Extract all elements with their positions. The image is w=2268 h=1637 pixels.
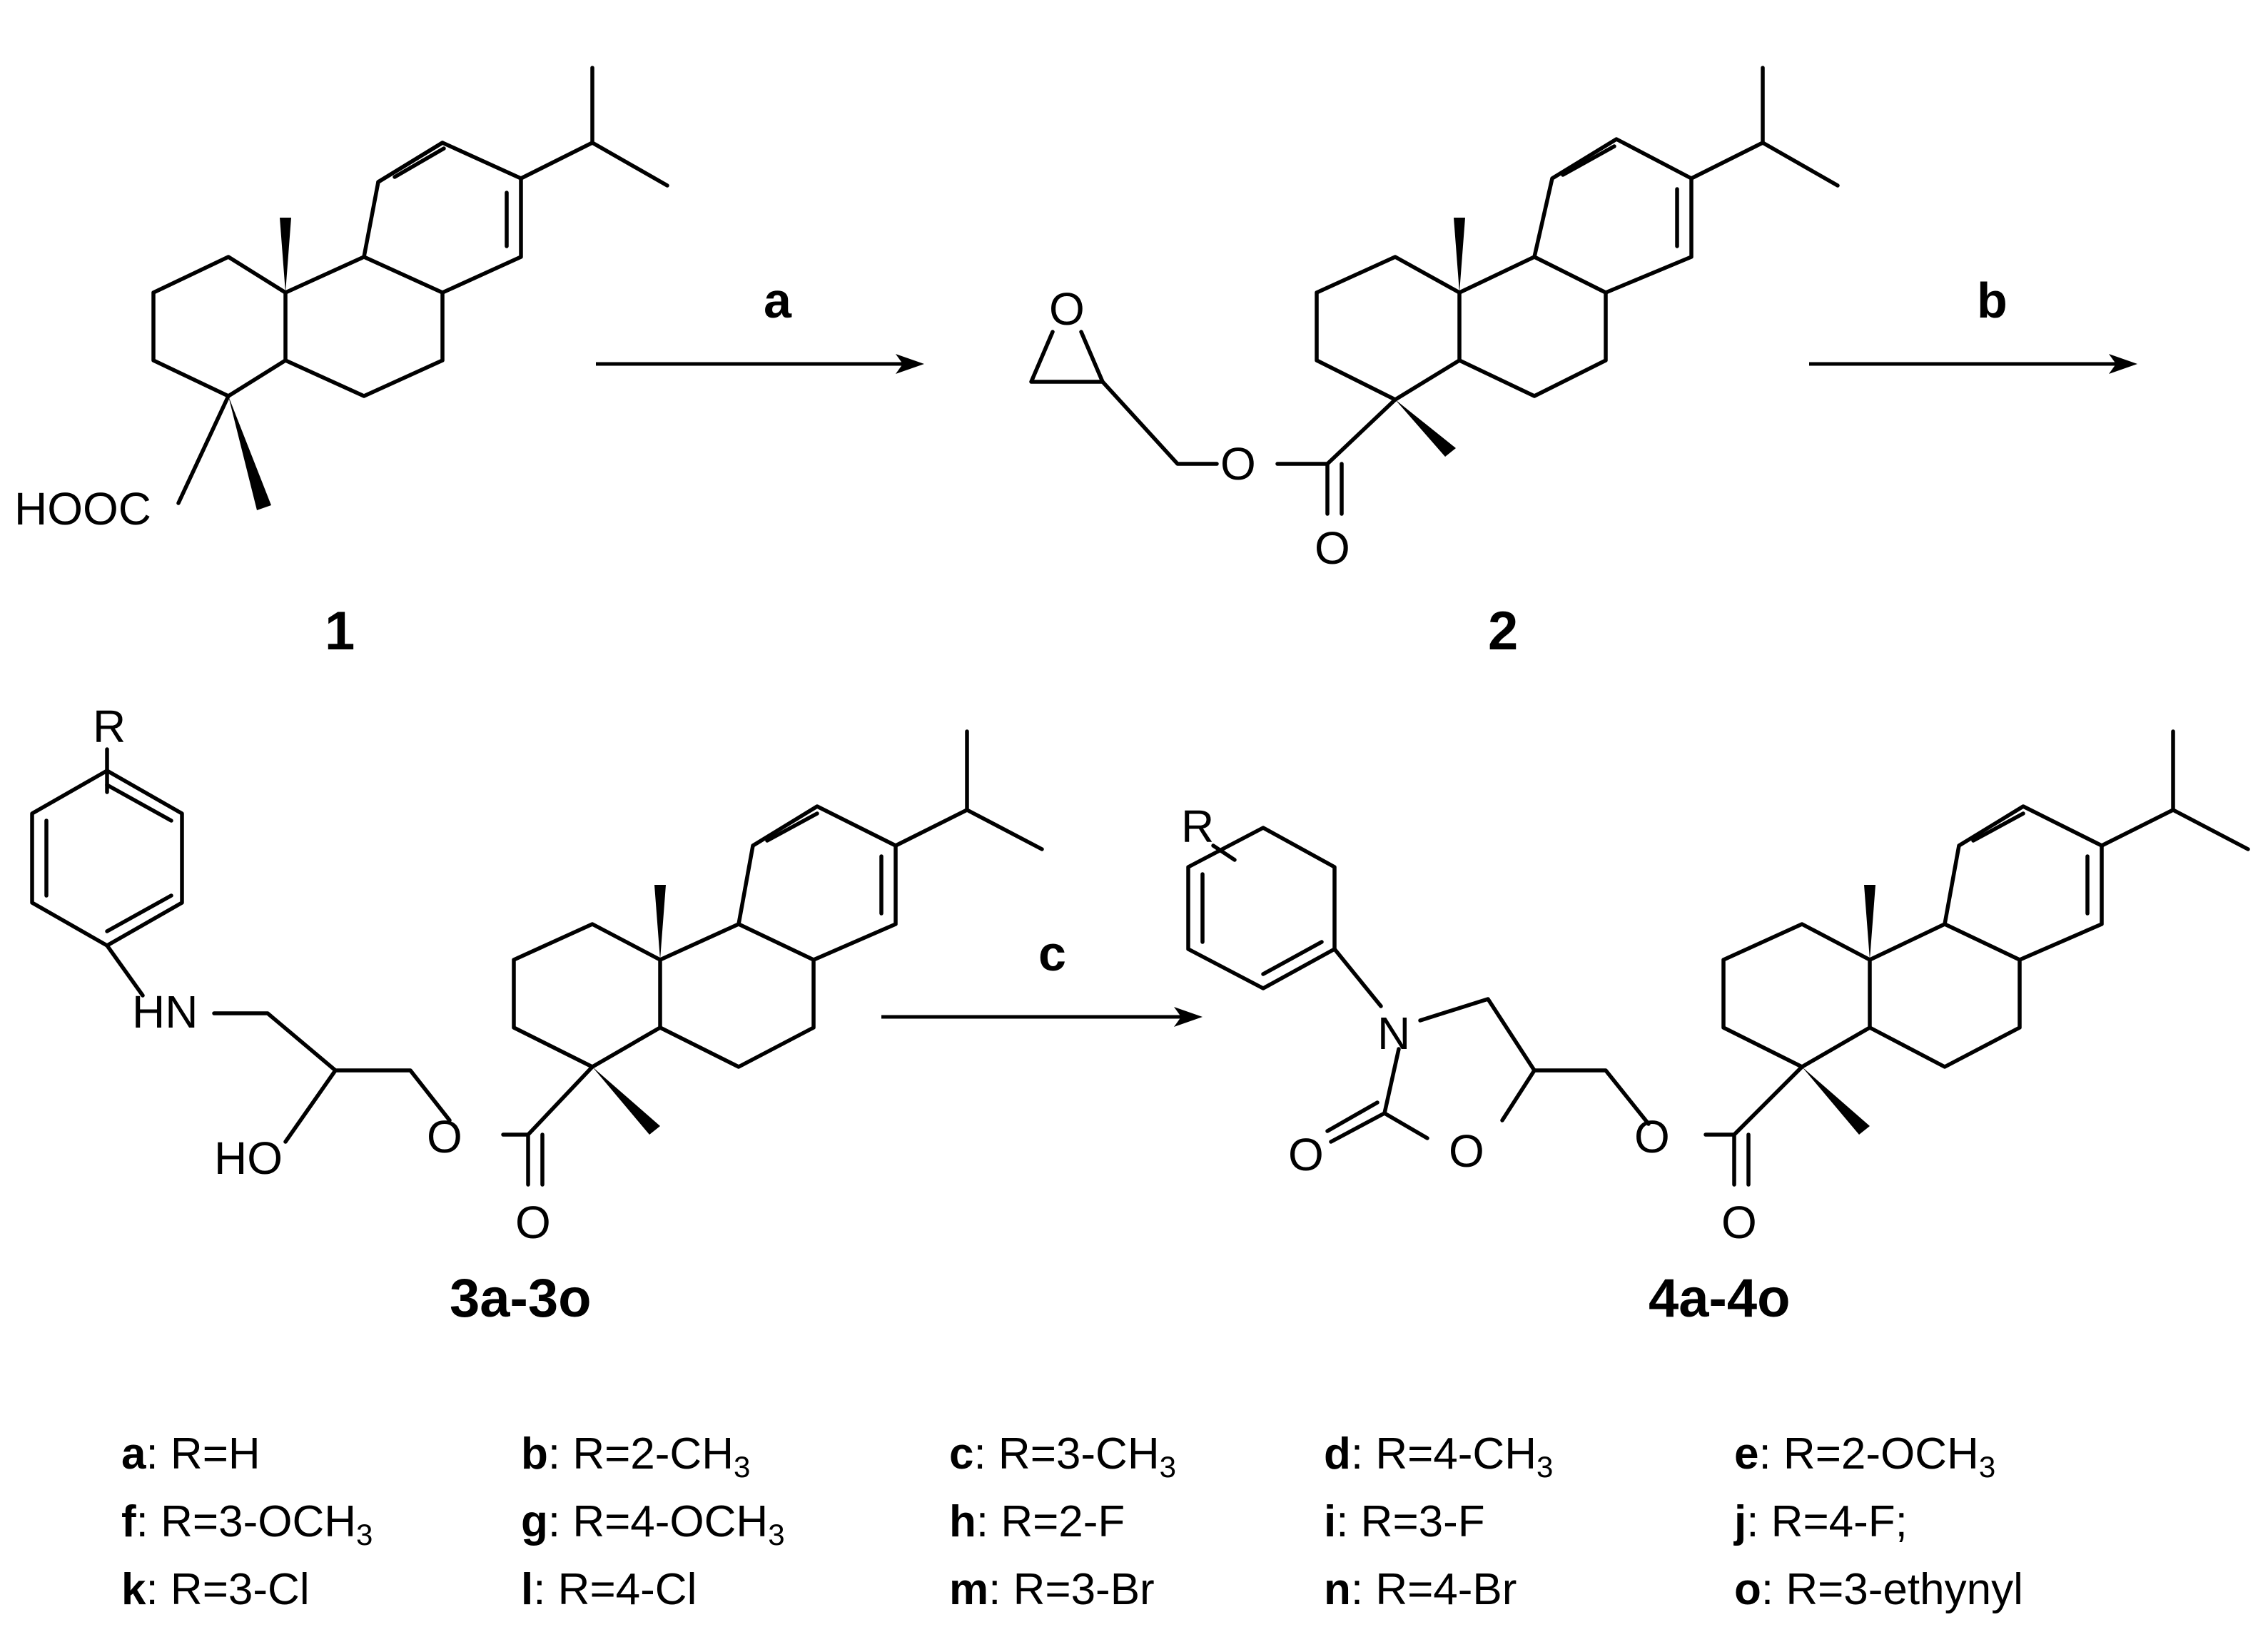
- compound-3-label: 3a-3o: [450, 1268, 592, 1329]
- compound-4-label: 4a-4o: [1649, 1268, 1791, 1329]
- carbonyl-oxygen-4: O: [1721, 1197, 1757, 1248]
- arrow-a: [596, 354, 924, 374]
- arrow-c: [881, 1007, 1203, 1027]
- carbonyl-oxygen-3: O: [515, 1197, 551, 1248]
- reagent-c: c: [1038, 926, 1066, 981]
- oxazolidinone-carbonyl-oxygen: O: [1288, 1129, 1324, 1180]
- ester-oxygen-2: O: [1220, 438, 1256, 490]
- amine-nh: HN: [132, 986, 198, 1038]
- carbonyl-oxygen-2: O: [1315, 522, 1350, 574]
- arrow-b: [1809, 354, 2137, 374]
- compound-2-label: 2: [1488, 601, 1518, 662]
- oxazolidinone-ring-oxygen: O: [1449, 1125, 1484, 1177]
- compound-3-structure: [30, 729, 1044, 1187]
- ester-oxygen-4: O: [1634, 1111, 1670, 1162]
- r-group-3: R: [93, 701, 126, 752]
- r-group-4: R: [1181, 801, 1214, 852]
- compound-4-structure: [1186, 729, 2250, 1187]
- ester-oxygen-3: O: [427, 1111, 462, 1162]
- compound-2-structure: [1029, 66, 1840, 516]
- reagent-a: a: [764, 273, 792, 328]
- compound-1-structure: [151, 66, 669, 510]
- hydroxyl-ho: HO: [214, 1132, 283, 1184]
- hooc-label: HOOC: [14, 483, 151, 534]
- epoxide-oxygen: O: [1049, 283, 1085, 335]
- compound-1-label: 1: [325, 601, 355, 662]
- reagent-b: b: [1977, 273, 2008, 328]
- oxazolidinone-nitrogen: N: [1377, 1008, 1410, 1059]
